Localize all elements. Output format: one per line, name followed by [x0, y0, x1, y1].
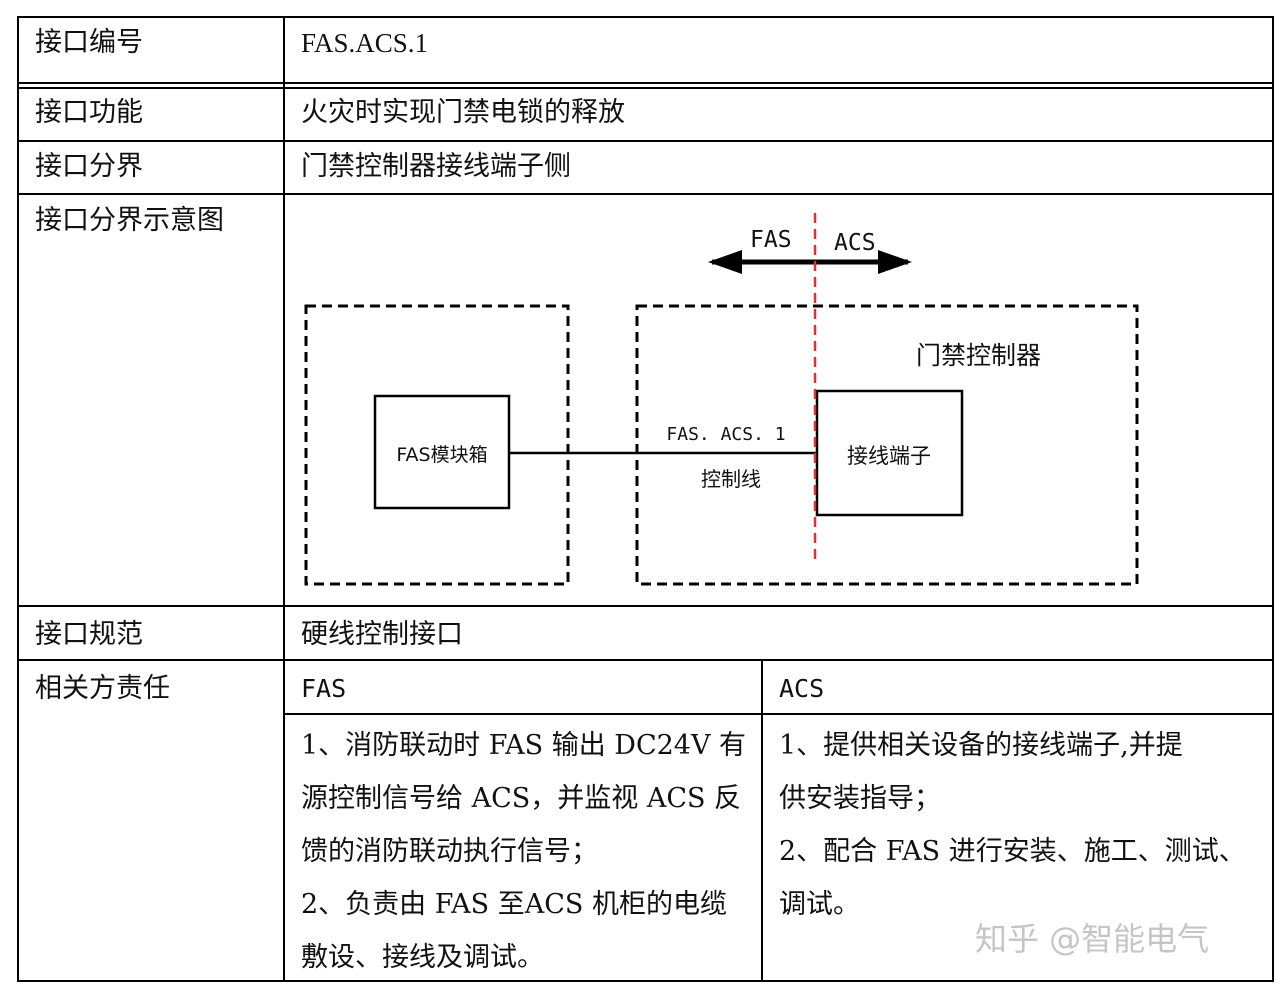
fas-responsibility-line: 敷设、接线及调试。: [301, 942, 544, 973]
interface-spec-value: 硬线控制接口: [301, 619, 463, 650]
acs-arrow-label: ACS: [834, 230, 876, 256]
interface-boundary-value: 门禁控制器接线端子侧: [301, 151, 571, 182]
row-divider: [17, 87, 1274, 89]
fas-module-label: FAS模块箱: [396, 444, 487, 466]
row-divider: [17, 140, 1274, 142]
fas-arrow-head: [708, 250, 742, 274]
control-line-label: 控制线: [701, 467, 761, 491]
interface-boundary-label: 接口分界: [35, 151, 143, 182]
row-divider: [17, 82, 1274, 84]
label-column-divider: [283, 16, 285, 982]
acs-responsibility-line: 调试。: [779, 889, 860, 920]
fas-responsibility-line: 2、负责由 FAS 至ACS 机柜的电缆: [301, 889, 727, 920]
row-divider: [17, 659, 1274, 661]
control-line-id-label: FAS. ACS. 1: [666, 424, 785, 445]
fas-responsibility-line: 1、消防联动时 FAS 输出 DC24V 有: [301, 730, 747, 761]
acs-arrow-head: [878, 250, 912, 274]
responsibility-column-divider: [761, 659, 763, 982]
table-border-right: [1272, 16, 1274, 982]
acs-responsibility-line: 供安装指导；: [779, 783, 941, 814]
acs-responsibility-line: 1、提供相关设备的接线端子,并提: [779, 730, 1183, 761]
interface-spec-label: 接口规范: [35, 619, 143, 650]
acs-responsibility-line: 2、配合 FAS 进行安装、施工、测试、: [779, 836, 1246, 867]
fas-responsibility-line: 源控制信号给 ACS，并监视 ACS 反: [301, 783, 742, 814]
fas-responsibility-text: 1、消防联动时 FAS 输出 DC24V 有 源控制信号给 ACS，并监视 AC…: [301, 719, 746, 984]
table-border-bottom: [17, 980, 1274, 982]
acs-responsibility-text: 1、提供相关设备的接线端子,并提 供安装指导； 2、配合 FAS 进行安装、施工…: [779, 719, 1246, 931]
interface-table: 接口编号 接口功能 接口分界 接口分界示意图 接口规范 相关方责任 FAS.AC…: [17, 16, 1274, 982]
watermark: 知乎 @智能电气: [975, 920, 1210, 958]
interface-function-label: 接口功能: [35, 97, 143, 128]
fas-arrow-label: FAS: [750, 227, 792, 253]
table-border-top: [17, 16, 1274, 18]
controller-label: 门禁控制器: [916, 341, 1041, 370]
terminal-box: [815, 389, 964, 517]
interface-id-label: 接口编号: [35, 27, 143, 58]
interface-id-value: FAS.ACS.1: [301, 28, 429, 58]
row-divider: [17, 193, 1274, 195]
table-border-left: [17, 16, 19, 982]
responsibility-header-divider: [283, 713, 1274, 715]
fas-side-enclosure: [304, 304, 570, 586]
interface-diagram-label: 接口分界示意图: [35, 205, 224, 236]
interface-function-value: 火灾时实现门禁电锁的释放: [301, 97, 625, 128]
acs-responsibility-header: ACS: [779, 674, 825, 703]
fas-responsibility-line: 馈的消防联动执行信号；: [301, 836, 598, 867]
terminal-box-label: 接线端子: [847, 444, 931, 468]
fas-responsibility-header: FAS: [301, 674, 347, 703]
row-divider: [17, 605, 1274, 607]
responsibility-label: 相关方责任: [35, 673, 170, 704]
acs-side-enclosure: [635, 304, 1139, 586]
